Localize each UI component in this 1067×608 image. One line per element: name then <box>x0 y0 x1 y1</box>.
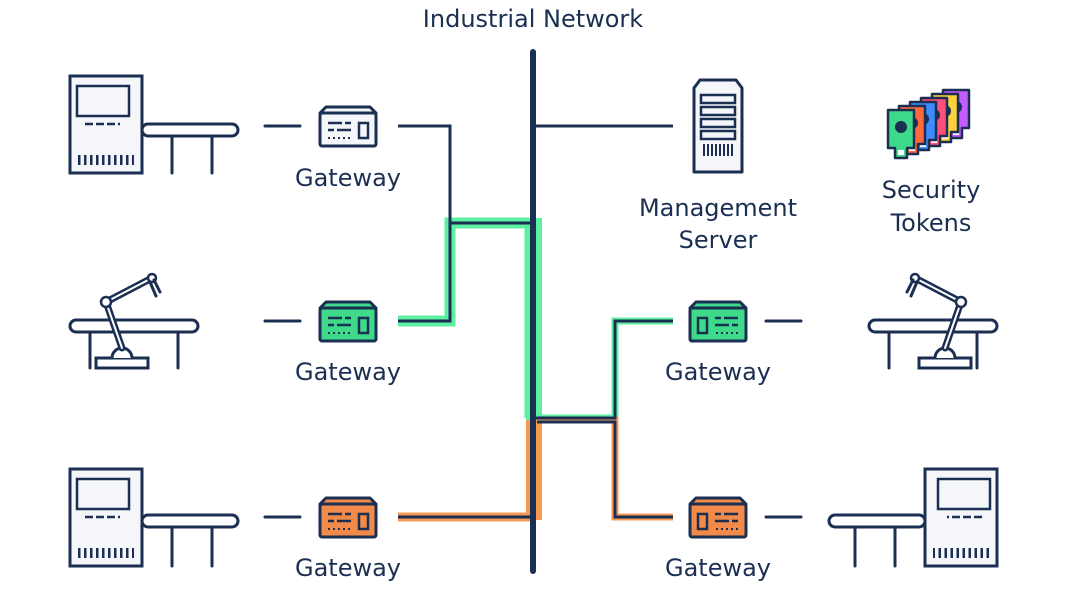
gateway-1: Gateway <box>295 105 401 192</box>
gateway-device-icon <box>318 105 378 148</box>
server-label-line-1: Management <box>639 194 797 222</box>
server-rack-icon <box>692 78 744 174</box>
machine-2 <box>68 272 200 370</box>
gateway-device-icon <box>690 302 746 341</box>
security-tokens: Security Tokens <box>882 88 981 237</box>
server-label-line-2: Server <box>679 226 758 254</box>
gateway-label: Gateway <box>665 358 771 386</box>
security-token-card <box>886 108 916 160</box>
wire-gateway-1 <box>398 124 533 225</box>
machine-5 <box>827 467 999 568</box>
machine-4 <box>867 272 999 370</box>
network-wires <box>263 49 803 574</box>
gateway-label: Gateway <box>295 554 401 582</box>
gateway-label: Gateway <box>295 358 401 386</box>
management-server: Management Server <box>639 78 797 254</box>
machine-3 <box>68 467 240 568</box>
gateway-label: Gateway <box>295 164 401 192</box>
gateway-5: Gateway <box>665 498 771 582</box>
machine-conveyor-icon <box>68 467 240 568</box>
gateway-2: Gateway <box>295 300 401 386</box>
tokens-label-line-2: Tokens <box>890 209 972 237</box>
green-highlight-right <box>537 317 673 422</box>
wire-gateway-2 <box>398 223 452 323</box>
wire-gateway-5 <box>537 420 673 519</box>
gateway-label: Gateway <box>665 554 771 582</box>
robot-arm-conveyor-icon <box>867 272 999 370</box>
gateway-device-icon <box>318 300 378 343</box>
gateway-3: Gateway <box>295 496 401 582</box>
robot-arm-conveyor-icon <box>68 272 200 370</box>
gateway-device-icon <box>318 496 378 539</box>
tokens-label-line-1: Security <box>882 176 981 204</box>
gateway-4: Gateway <box>665 302 771 386</box>
wire-gateway-4 <box>533 319 673 420</box>
machine-1 <box>68 74 240 175</box>
machine-conveyor-icon <box>68 74 240 175</box>
machine-conveyor-icon <box>827 467 999 568</box>
gateway-device-icon <box>690 498 746 537</box>
security-tokens-icon <box>886 88 971 160</box>
diagram-title: Industrial Network <box>423 5 643 33</box>
orange-highlight-right <box>537 416 673 521</box>
